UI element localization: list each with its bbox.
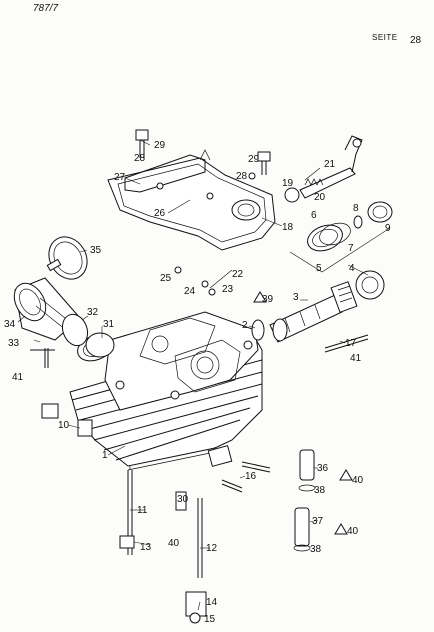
callout-38b: 38	[310, 544, 322, 555]
plug	[253, 291, 267, 303]
callout-14: 14	[206, 597, 218, 608]
callout-35: 35	[90, 245, 102, 256]
callout-10: 10	[58, 420, 70, 431]
callout-32: 32	[87, 307, 99, 318]
callout-12: 12	[206, 543, 218, 554]
cylinder-head	[69, 311, 263, 471]
camshaft	[269, 270, 385, 343]
seite-label: SEITE	[372, 33, 398, 42]
callout-38a: 38	[314, 485, 326, 496]
callout-11: 11	[137, 505, 148, 516]
callout-40c: 40	[168, 538, 180, 549]
callout-22: 22	[232, 269, 244, 280]
callout-25: 25	[160, 273, 172, 284]
intake-flange-gasket	[85, 332, 115, 358]
callout-labels: 1 2 3 4 5 6 7 8 9 10 11 12 13 14 15 16 1…	[4, 140, 391, 625]
callout-28b: 28	[236, 171, 248, 182]
callout-9: 9	[385, 223, 391, 234]
washer	[284, 187, 300, 203]
callout-20: 20	[314, 192, 326, 203]
callout-17: 17	[345, 338, 357, 349]
thrust-washer	[251, 319, 265, 341]
callout-6: 6	[311, 210, 317, 221]
callout-8: 8	[353, 203, 359, 214]
page-number: 28	[410, 35, 422, 46]
callout-41b: 41	[12, 372, 24, 383]
spring	[304, 178, 324, 186]
hose-clamp	[46, 236, 88, 280]
callout-21: 21	[324, 159, 336, 170]
callout-33: 33	[8, 338, 20, 349]
callout-34: 34	[4, 319, 16, 330]
callout-27: 27	[114, 172, 126, 183]
callout-41a: 41	[350, 353, 362, 364]
nuts-and-plugs	[41, 172, 256, 624]
intake-gasket	[61, 313, 89, 347]
leader-lines	[17, 139, 369, 611]
callout-16: 16	[245, 471, 257, 482]
callout-37: 37	[312, 516, 324, 527]
callout-36: 36	[317, 463, 329, 474]
valve-cover	[107, 149, 276, 251]
callout-13: 13	[140, 542, 152, 553]
callout-4: 4	[349, 263, 355, 274]
studs	[30, 129, 369, 578]
callout-30: 30	[177, 494, 189, 505]
callout-19: 19	[282, 178, 294, 189]
callout-29a: 29	[154, 140, 166, 151]
callout-40a: 40	[352, 475, 364, 486]
callout-1: 1	[102, 450, 108, 461]
callout-26: 26	[154, 208, 166, 219]
callout-24: 24	[184, 286, 196, 297]
callout-5: 5	[316, 263, 322, 274]
callout-2: 2	[242, 320, 248, 331]
callout-39: 39	[262, 294, 274, 305]
callout-31: 31	[103, 319, 115, 330]
callout-29b: 29	[248, 154, 260, 165]
callout-15: 15	[204, 614, 216, 625]
callout-28a: 28	[134, 153, 146, 164]
callout-40b: 40	[347, 526, 359, 537]
callout-23: 23	[222, 284, 234, 295]
document-reference: 787/7	[33, 3, 59, 14]
seal-rings	[289, 201, 393, 273]
callout-18: 18	[282, 222, 294, 233]
callout-3: 3	[293, 292, 299, 303]
valve-guides	[293, 449, 353, 552]
callout-7: 7	[348, 243, 354, 254]
rocker-shaft	[299, 135, 363, 199]
